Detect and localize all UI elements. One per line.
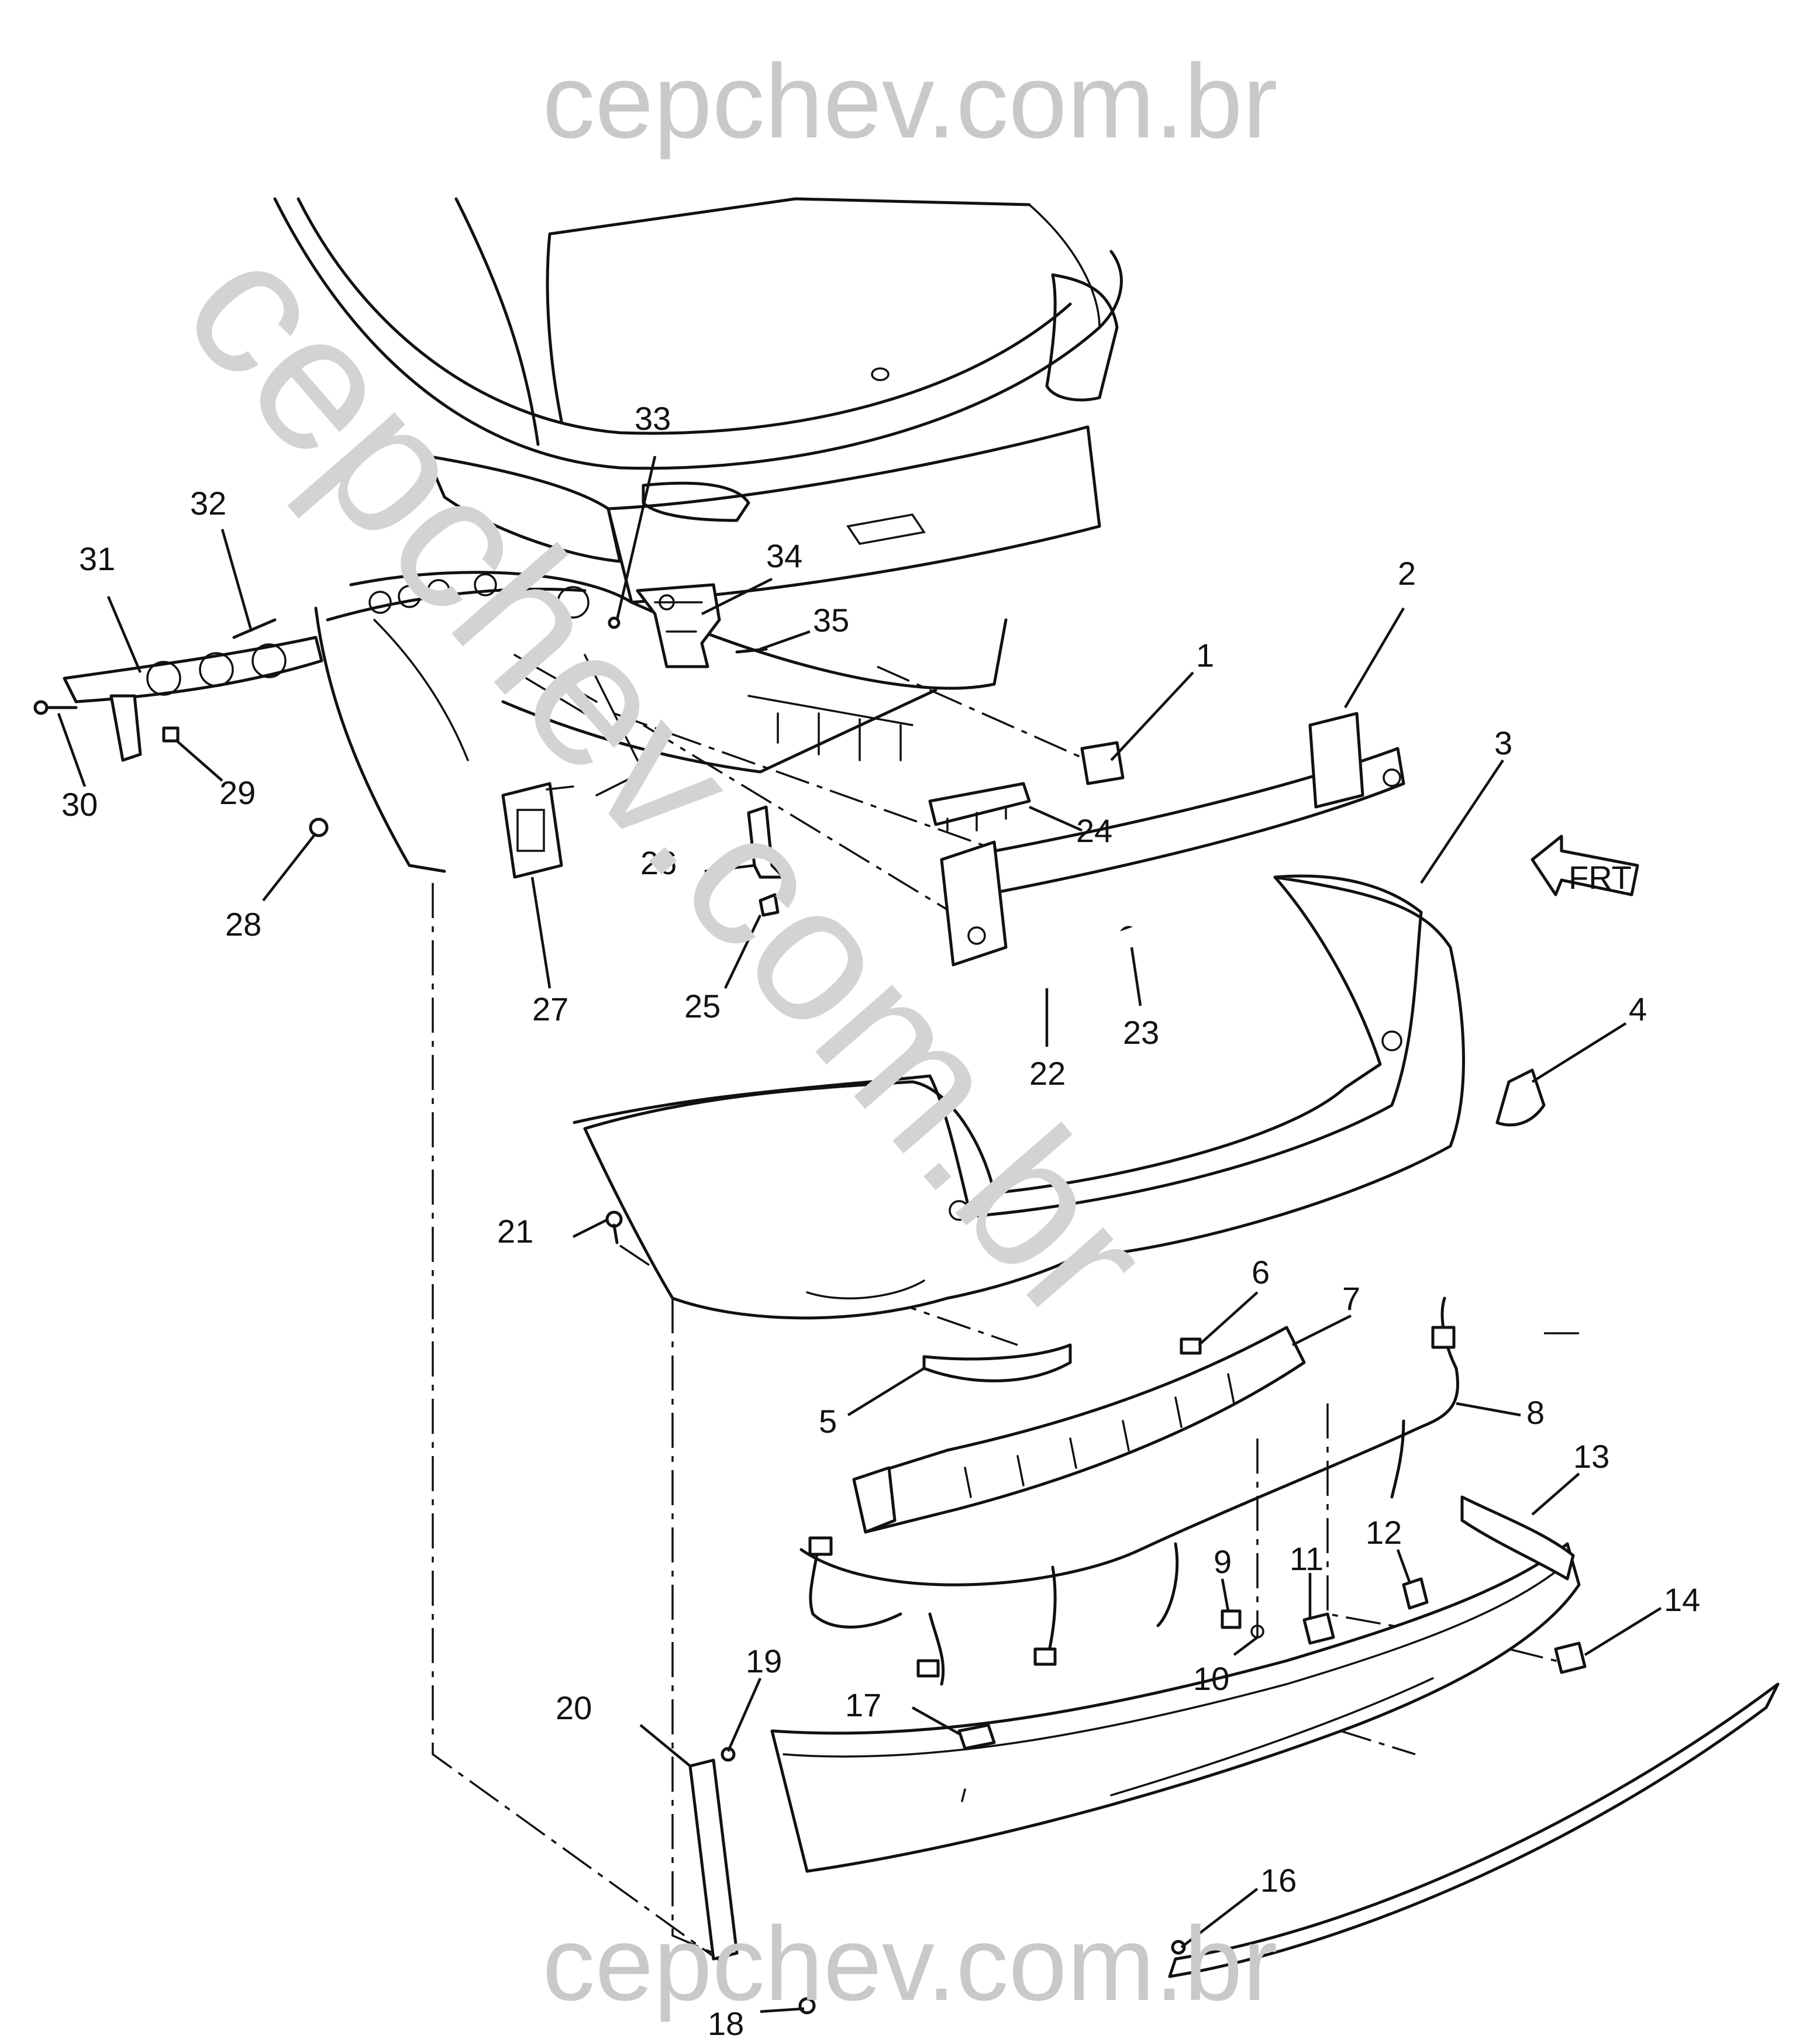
callout-4: 4	[1629, 991, 1647, 1027]
leader-lines	[57, 456, 1662, 2013]
callout-30: 30	[61, 786, 98, 823]
callout-7: 7	[1342, 1280, 1360, 1317]
part-28-pushpin	[309, 818, 329, 837]
part-25-nut	[759, 893, 780, 917]
callout-35: 35	[813, 602, 849, 639]
watermark-top: cepchev.com.br	[542, 43, 1277, 160]
part-7-energy-absorber	[852, 1326, 1306, 1534]
callout-numbers: 1 2 3 4 5 6 7 8 9 10 11 12 13 14 16 17 1…	[61, 400, 1700, 2042]
part-2-impact-bar	[940, 712, 1405, 967]
callout-27: 27	[532, 991, 568, 1027]
callout-9: 9	[1214, 1543, 1232, 1580]
callout-16: 16	[1260, 1862, 1297, 1899]
callout-24: 24	[1076, 812, 1112, 849]
part-20-bracket	[688, 1758, 739, 1961]
part-33-fastener	[608, 616, 621, 629]
part-1-clip	[1080, 741, 1125, 785]
part-21-screw	[605, 1210, 623, 1244]
callout-22: 22	[1029, 1055, 1066, 1092]
part-27-plate	[501, 782, 574, 879]
part-6-label	[1180, 1337, 1202, 1355]
part-17-clip	[957, 1723, 996, 1750]
callout-11: 11	[1290, 1540, 1323, 1577]
callout-33: 33	[635, 400, 671, 437]
callout-25: 25	[684, 988, 721, 1025]
callout-6: 6	[1252, 1254, 1270, 1291]
part-16-lower-trim	[1168, 1682, 1780, 1978]
callout-12: 12	[1366, 1514, 1402, 1551]
part-14-cap	[1554, 1641, 1587, 1674]
callout-28: 28	[225, 906, 261, 943]
part-24-retainer	[928, 782, 1031, 832]
callout-8: 8	[1526, 1394, 1545, 1431]
part-31-bracket	[63, 618, 323, 762]
part-13-lower-fascia	[770, 1495, 1581, 1873]
callout-18: 18	[708, 2005, 744, 2042]
alignment-lines	[432, 665, 1580, 1966]
part-3-bumper-fascia	[573, 874, 1465, 1320]
callout-23: 23	[1123, 1014, 1159, 1051]
callout-3: 3	[1494, 725, 1512, 761]
part-8-wiring-harness	[799, 1296, 1459, 1686]
part-29-nut	[162, 726, 180, 743]
callout-19: 19	[746, 1643, 782, 1679]
part-9-sensor	[1221, 1609, 1242, 1629]
callout-21: 21	[497, 1213, 533, 1250]
callout-5: 5	[819, 1403, 837, 1440]
part-11-bracket	[1302, 1612, 1335, 1645]
part-4-cover	[1495, 1068, 1546, 1127]
callout-14: 14	[1664, 1581, 1700, 1618]
callout-1: 1	[1196, 637, 1214, 674]
watermark-bottom: cepchev.com.br	[542, 1905, 1277, 2023]
front-direction-arrow-icon: FRT	[1531, 834, 1639, 896]
callout-17: 17	[845, 1686, 881, 1723]
callout-13: 13	[1573, 1438, 1609, 1475]
callout-26: 26	[640, 844, 677, 881]
part-30-screw	[33, 700, 78, 715]
callout-32: 32	[190, 485, 226, 522]
part-12-bracket	[1402, 1577, 1429, 1610]
callout-2: 2	[1398, 555, 1416, 592]
callout-20: 20	[556, 1689, 592, 1726]
callout-29: 29	[219, 774, 256, 811]
callout-31: 31	[79, 540, 115, 577]
callout-10: 10	[1193, 1660, 1229, 1697]
vehicle-rear-body	[273, 197, 1123, 873]
part-5-reflector	[922, 1343, 1072, 1382]
front-direction-label: FRT	[1569, 859, 1632, 896]
callout-34: 34	[766, 537, 802, 574]
part-34-latch	[636, 583, 721, 668]
